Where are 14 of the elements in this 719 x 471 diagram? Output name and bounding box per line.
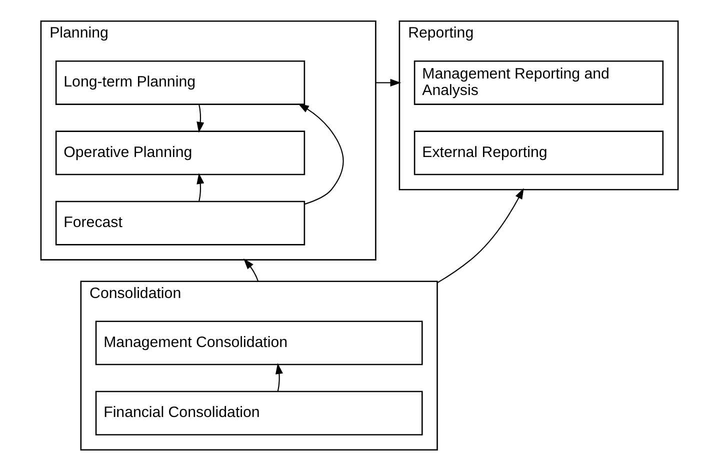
arrow <box>298 104 344 205</box>
node-box: Operative Planning <box>55 130 306 176</box>
arrow <box>196 173 204 202</box>
node-box: External Reporting <box>414 130 664 176</box>
arrow <box>376 78 402 86</box>
node-box: Financial Consolidation <box>95 390 423 436</box>
node-box: Forecast <box>55 200 306 246</box>
node-box: Long-term Planning <box>55 60 306 105</box>
arrow <box>196 104 204 133</box>
node-box: Management Consolidation <box>95 320 423 366</box>
arrow <box>436 188 524 284</box>
node-box: Management Reporting and Analysis <box>414 60 664 105</box>
arrow <box>244 258 259 282</box>
arrow <box>275 363 283 392</box>
